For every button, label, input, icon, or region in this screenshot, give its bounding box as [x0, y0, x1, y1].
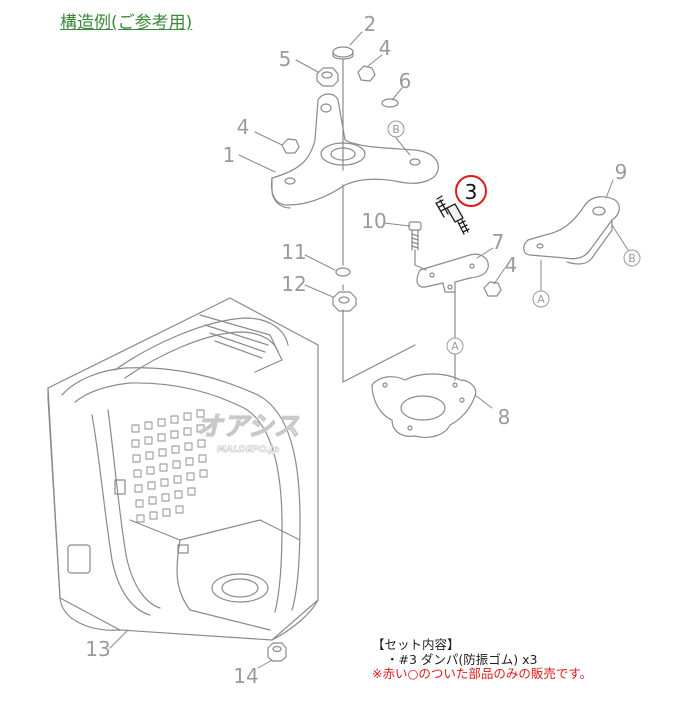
nut-part-4-left [281, 138, 300, 154]
label-part-5: 5 [279, 47, 292, 71]
label-part-2: 2 [364, 12, 377, 36]
label-part-10: 10 [361, 209, 386, 233]
bolt-part-10 [408, 221, 427, 271]
washer-part-6 [381, 98, 399, 108]
frame-grid [131, 409, 208, 523]
frame-basket [47, 297, 319, 641]
label-part-4-left: 4 [237, 115, 250, 139]
ref-b-top: B [392, 123, 400, 136]
label-part-7: 7 [492, 230, 505, 254]
set-contents-note: ※赤い○のついた部品のみの販売です。 [372, 666, 593, 681]
callout-part-3: 3 [465, 180, 478, 204]
watermark-main: オアシス [197, 412, 300, 442]
watermark: オアシス MALDEPO.jp [196, 411, 300, 455]
watermark-sub: MALDEPO.jp [217, 445, 280, 455]
highlight-circle [455, 175, 487, 207]
label-part-13: 13 [85, 637, 110, 661]
label-part-4-right: 4 [505, 253, 518, 277]
leader-lines [109, 31, 629, 669]
label-part-12: 12 [281, 272, 306, 296]
ref-a-right: A [537, 293, 545, 306]
damper-part-3 [435, 195, 470, 235]
nut-part-5 [316, 67, 339, 87]
nut-part-14 [267, 642, 287, 662]
label-part-14: 14 [233, 664, 258, 688]
label-part-6: 6 [399, 69, 412, 93]
washer-part-11 [335, 267, 351, 277]
diagram-heading: 構造例(ご参考用) [60, 13, 193, 33]
nut-part-4-right [483, 281, 502, 297]
label-part-1: 1 [223, 143, 236, 167]
set-contents-title: 【セット内容】 [372, 637, 460, 652]
reference-markers: B B A A [387, 120, 641, 355]
label-part-4-top: 4 [379, 36, 392, 60]
nut-part-12 [332, 291, 357, 312]
ref-b-right: B [628, 252, 636, 265]
ref-a-center: A [451, 340, 459, 353]
label-part-11: 11 [281, 240, 306, 264]
label-part-8: 8 [498, 405, 511, 429]
set-contents-item: ・#3 ダンパ(防振ゴム) x3 [386, 651, 538, 667]
washer-part-2 [332, 46, 354, 58]
bracket-part-9 [523, 196, 620, 265]
label-part-9: 9 [615, 160, 628, 184]
nut-part-4-top [357, 65, 376, 82]
set-contents: 【セット内容】 ・#3 ダンパ(防振ゴム) x3 ※赤い○のついた部品のみの販売… [372, 637, 593, 682]
plate-part-8 [371, 373, 477, 438]
bracket-part-7 [416, 253, 489, 381]
